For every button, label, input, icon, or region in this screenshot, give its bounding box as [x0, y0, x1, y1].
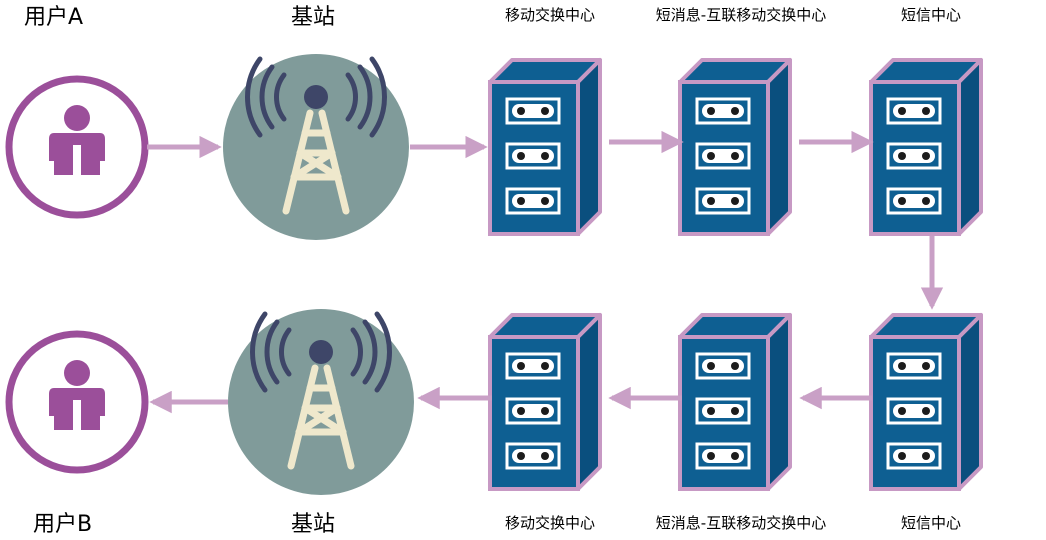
user-b-person-icon — [9, 334, 145, 470]
smsc-bottom-label: 短信中心 — [900, 514, 962, 532]
base-station-top-label: 基站 — [290, 5, 336, 30]
smsc-bottom-server-icon — [869, 313, 983, 491]
user-a-label: 用户A — [24, 5, 84, 30]
msc-top-server-icon — [488, 58, 602, 236]
msc-bottom-server-icon — [488, 313, 602, 491]
sms-iwmsc-bottom-server-icon — [678, 313, 792, 491]
user-b-label: 用户B — [33, 512, 93, 537]
smsc-top-server-icon — [869, 58, 983, 236]
msc-top-label: 移动交换中心 — [504, 6, 596, 24]
base-station-top-tower-icon — [223, 54, 409, 240]
smsc-top-label: 短信中心 — [900, 6, 962, 24]
user-a-person-icon — [9, 79, 145, 215]
sms-iwmsc-top-label: 短消息-互联移动交换中心 — [655, 6, 827, 24]
base-station-bottom-label: 基站 — [290, 512, 336, 537]
base-station-bottom-tower-icon — [228, 309, 414, 495]
sms-iwmsc-top-server-icon — [678, 58, 792, 236]
msc-bottom-label: 移动交换中心 — [504, 514, 596, 532]
sms-iwmsc-bottom-label: 短消息-互联移动交换中心 — [655, 514, 827, 532]
